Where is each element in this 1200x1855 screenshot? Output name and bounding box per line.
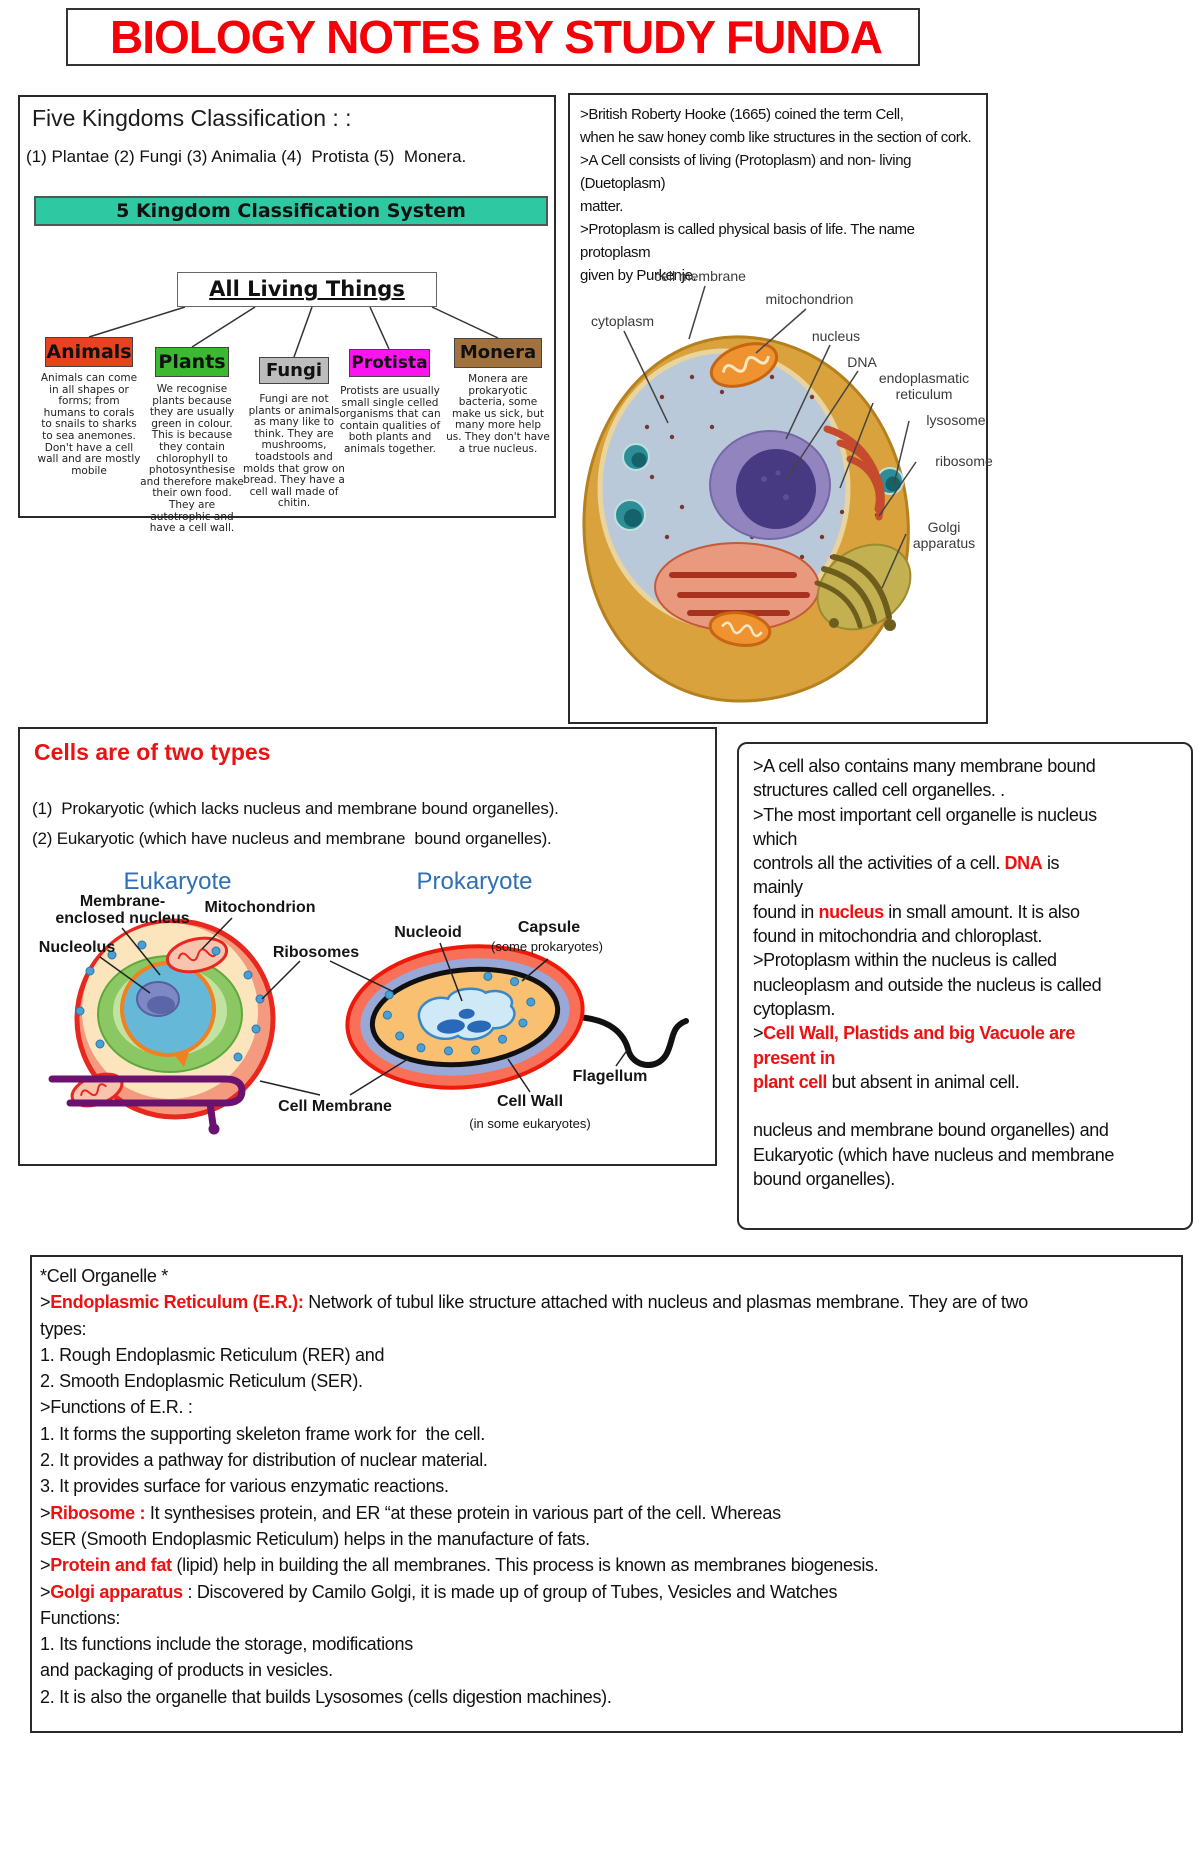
nucleus-shape xyxy=(709,430,831,540)
kingdom-box-plants: Plants xyxy=(155,347,229,377)
page-title: BIOLOGY NOTES BY STUDY FUNDA xyxy=(110,11,883,63)
organelle-summary-text: >A cell also contains many membrane boun… xyxy=(753,756,1114,1190)
endoplasmic-reticulum-shape xyxy=(823,425,885,521)
five-kingdoms-panel: Five Kingdoms Classification : : (1) Pla… xyxy=(18,95,556,534)
label-nucleus: nucleus xyxy=(811,328,861,344)
kingdom-box-fungi: Fungi xyxy=(259,357,329,384)
cell-type-item-prokaryotic: (1) Prokaryotic (which lacks nucleus and… xyxy=(32,799,559,818)
animal-cell-illustration xyxy=(582,285,917,703)
label-cell-membrane: cell membrane xyxy=(654,268,746,284)
kingdom-box-protista: Protista xyxy=(349,349,430,377)
organelle-summary-panel: >A cell also contains many membrane boun… xyxy=(737,742,1193,1230)
label-ribosome: ribosome xyxy=(935,453,993,469)
cell-history-panel: >British Roberty Hooke (1665) coined the… xyxy=(568,93,993,724)
mitochondrion-shape xyxy=(709,342,779,388)
organelle-detail-panel: *Cell Organelle *>Endoplasmic Reticulum … xyxy=(30,1255,1183,1733)
kingdom-desc-plants: We recognise plants because they are usu… xyxy=(140,383,244,535)
label-nucleolus: Nucleolus xyxy=(38,939,116,956)
kingdom-box-monera: Monera xyxy=(454,338,542,368)
prokaryote-title: Prokaryote xyxy=(416,868,533,895)
eukaryote-cell-shape xyxy=(48,918,276,1135)
five-kingdoms-heading: Five Kingdoms Classification : : xyxy=(32,105,352,131)
label-membrane-enclosed-nucleus: Membrane- enclosed nucleus xyxy=(55,893,190,927)
label-cell-membrane-ct: Cell Membrane xyxy=(278,1098,392,1115)
cell-types-panel: Cells are of two types (1) Prokaryotic (… xyxy=(18,727,717,1166)
label-capsule-sub: (some prokaryotes) xyxy=(491,939,603,954)
classification-system-banner: 5 Kingdom Classification System xyxy=(34,196,548,226)
label-lysosome: lysosome xyxy=(926,412,986,428)
label-mitochondrion: mitochondrion xyxy=(765,291,854,307)
cell-types-heading: Cells are of two types xyxy=(34,739,271,765)
label-flagellum: Flagellum xyxy=(572,1068,648,1085)
kingdom-desc-fungi: Fungi are not plants or animals as many … xyxy=(243,393,345,510)
cell-type-item-eukaryotic: (2) Eukaryotic (which have nucleus and m… xyxy=(32,829,552,848)
kingdom-desc-protista: Protists are usually small single celled… xyxy=(339,385,441,455)
label-cytoplasm: cytoplasm xyxy=(590,313,655,329)
label-endoplasmatic-reticulum: endoplasmatic reticulum xyxy=(878,370,970,402)
label-nucleoid: Nucleoid xyxy=(394,924,462,941)
cell-types-label-lines xyxy=(99,917,629,1096)
eukaryote-title: Eukaryote xyxy=(123,868,232,895)
kingdom-box-animals: Animals xyxy=(45,337,133,367)
organelle-detail-text: *Cell Organelle *>Endoplasmic Reticulum … xyxy=(40,1266,1028,1707)
cell-label-lines xyxy=(623,285,917,589)
mitochondrion-shape-2 xyxy=(708,611,772,647)
label-mitochondrion-euk: Mitochondrion xyxy=(204,899,316,916)
hooke-notes-text: >British Roberty Hooke (1665) coined the… xyxy=(580,106,972,284)
classification-connector-lines xyxy=(88,306,499,358)
kingdom-desc-animals: Animals can come in all shapes or forms;… xyxy=(37,372,141,477)
title-banner: BIOLOGY NOTES BY STUDY FUNDA xyxy=(66,8,920,66)
label-cell-wall: Cell Wall xyxy=(496,1093,564,1110)
label-ribosomes: Ribosomes xyxy=(272,944,360,961)
label-cell-wall-sub: (in some eukaryotes) xyxy=(469,1116,591,1131)
eukaryote-prokaryote-illustration xyxy=(48,917,689,1135)
label-dna: DNA xyxy=(847,354,877,370)
prokaryote-cell-shape xyxy=(345,944,689,1090)
label-golgi-apparatus: Golgi apparatus xyxy=(912,519,976,551)
all-living-things-node: All Living Things xyxy=(177,272,437,307)
five-kingdoms-list: (1) Plantae (2) Fungi (3) Animalia (4) P… xyxy=(26,147,467,166)
golgi-apparatus-shape xyxy=(814,543,912,631)
label-capsule: Capsule xyxy=(517,919,581,936)
kingdom-desc-monera: Monera are prokaryotic bacteria, some ma… xyxy=(446,373,550,455)
